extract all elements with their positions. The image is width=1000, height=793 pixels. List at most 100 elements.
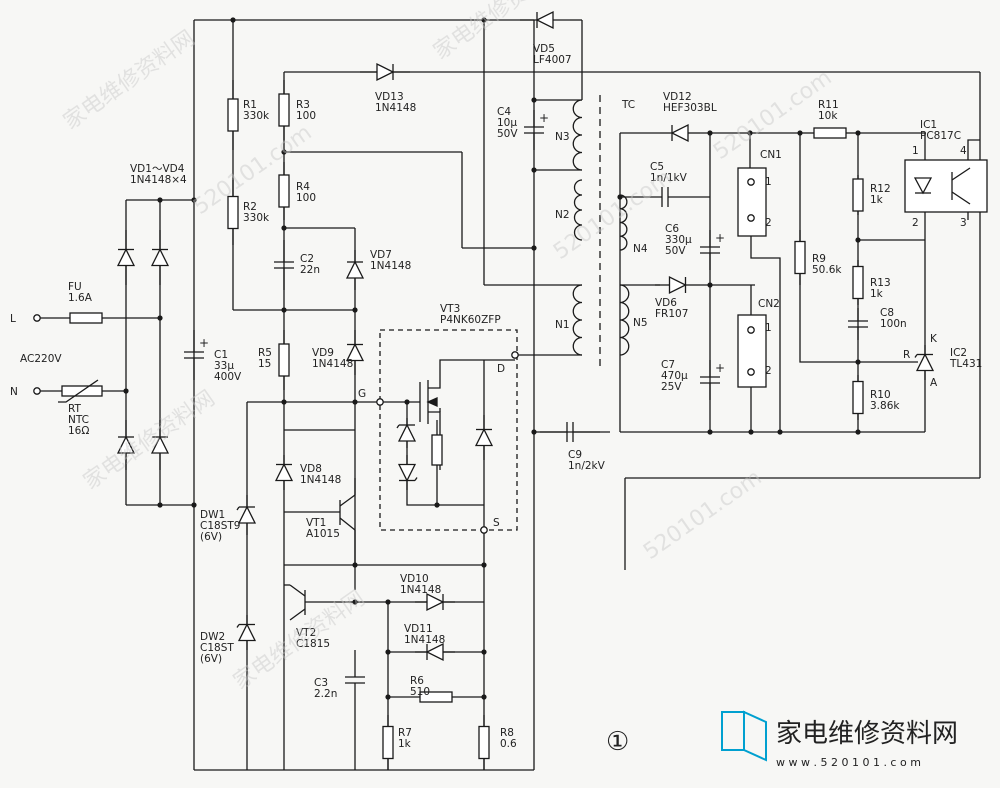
junction-dot: [404, 399, 410, 405]
junction-dot: [352, 307, 358, 313]
ntc-label: 16Ω: [68, 425, 89, 437]
c1-label: 33μ: [214, 360, 234, 372]
vd8-label: 1N4148: [300, 474, 341, 486]
r5-label: 15: [258, 358, 271, 370]
ic2-tl431: [914, 354, 918, 358]
ic2-pin-a: A: [930, 377, 938, 389]
tc-label: TC: [621, 99, 635, 111]
fuse-label: 1.6A: [68, 292, 93, 304]
n2-label: N2: [555, 209, 570, 221]
junction-dot: [385, 599, 391, 605]
vd7-label: 1N4148: [370, 260, 411, 272]
ic1-pin1: 1: [912, 145, 919, 157]
junction-dot: [617, 194, 623, 200]
terminal: [511, 351, 519, 359]
cn1-connector: [737, 167, 767, 237]
ic1-phototransistor: [951, 167, 971, 181]
junction-dot: [855, 429, 861, 435]
junction-dot: [352, 562, 358, 568]
r2-resistor: [227, 195, 239, 230]
r3-label: R3: [296, 99, 310, 111]
r6-label: R6: [410, 675, 424, 687]
junction-dot: [707, 130, 713, 136]
vt3-package: [379, 329, 518, 531]
c3-label: C3: [314, 677, 328, 689]
vd6-label: VD6: [655, 297, 677, 309]
r5-resistor: [278, 343, 290, 377]
terminal: [33, 314, 41, 322]
vt3-label: P4NK60ZFP: [440, 314, 501, 326]
n3-winding: [572, 99, 583, 171]
bridge-diode-2: [150, 248, 170, 267]
terminal: [33, 387, 41, 395]
junction-dot: [531, 245, 537, 251]
junction-dot: [855, 359, 861, 365]
r6-resistor: [419, 691, 453, 703]
vd6-diode: [668, 275, 687, 295]
ic2-tl431: [915, 353, 935, 372]
wire: [860, 132, 926, 160]
r13-label: 1k: [870, 288, 884, 300]
c5-label: 1n/1kV: [650, 172, 688, 184]
junction-dot: [707, 282, 713, 288]
junction-dot: [531, 167, 537, 173]
r11-label: R11: [818, 99, 839, 111]
c4-label: 50V: [497, 128, 518, 140]
c3-label: 2.2n: [314, 688, 337, 700]
ntc-label: RT: [68, 403, 82, 415]
c4-label: 10μ: [497, 117, 517, 129]
r3-resistor: [278, 93, 290, 127]
vd13-label: 1N4148: [375, 102, 416, 114]
dw2-zener: [236, 624, 240, 628]
vt3-zener-1: [396, 424, 400, 429]
c7-label: C7: [661, 359, 675, 371]
vt2-transistor: [289, 584, 306, 597]
vd9-diode: [345, 343, 365, 362]
junction-dot: [777, 429, 783, 435]
r1-resistor: [227, 98, 239, 132]
c1-label: C1: [214, 349, 228, 361]
pin-g: G: [358, 388, 366, 400]
junction-dot: [481, 694, 487, 700]
vt1-transistor: [339, 517, 356, 531]
vt3-zener-2: [397, 463, 417, 482]
terminal: [747, 214, 755, 222]
c2-label: 22n: [300, 264, 320, 276]
junction-dot: [191, 502, 197, 508]
watermark-text: 家电维修资料网: [59, 26, 200, 135]
r9-label: R9: [812, 253, 826, 265]
junction-dot: [707, 429, 713, 435]
watermark-text: 家电维修资料网: [79, 386, 220, 495]
vd8-label: VD8: [300, 463, 322, 475]
junction-dot: [191, 197, 197, 203]
vt3-body-diode: [474, 428, 494, 447]
r10-resistor: [852, 380, 864, 415]
ntc-label: NTC: [68, 414, 89, 426]
bridge-diode-4: [150, 435, 170, 454]
vt2-transistor: [289, 608, 306, 621]
junction-dot: [123, 388, 129, 394]
r13-resistor: [852, 265, 864, 300]
c7-label: 470μ: [661, 370, 688, 382]
vd5-label: VD5: [533, 43, 555, 55]
c6-label: C6: [665, 223, 679, 235]
c1-label: 400V: [214, 371, 242, 383]
ic2-pin-k: K: [930, 333, 938, 345]
junction-dot: [855, 130, 861, 136]
n1-label: N1: [555, 319, 570, 331]
dw2-label: (6V): [200, 653, 222, 665]
r1-label: R1: [243, 99, 257, 111]
vd13-label: VD13: [375, 91, 404, 103]
ic1-led: [913, 177, 933, 195]
vt1-label: VT1: [306, 517, 326, 529]
junction-dot: [230, 17, 236, 23]
cn2-pin2: 2: [765, 365, 772, 377]
vd12-label: HEF303BL: [663, 102, 717, 114]
pin-d: D: [497, 363, 505, 375]
ntc-thermistor: [58, 379, 99, 403]
r8-resistor: [478, 725, 490, 760]
r7-resistor: [382, 725, 394, 760]
vd9-label: 1N4148: [312, 358, 353, 370]
